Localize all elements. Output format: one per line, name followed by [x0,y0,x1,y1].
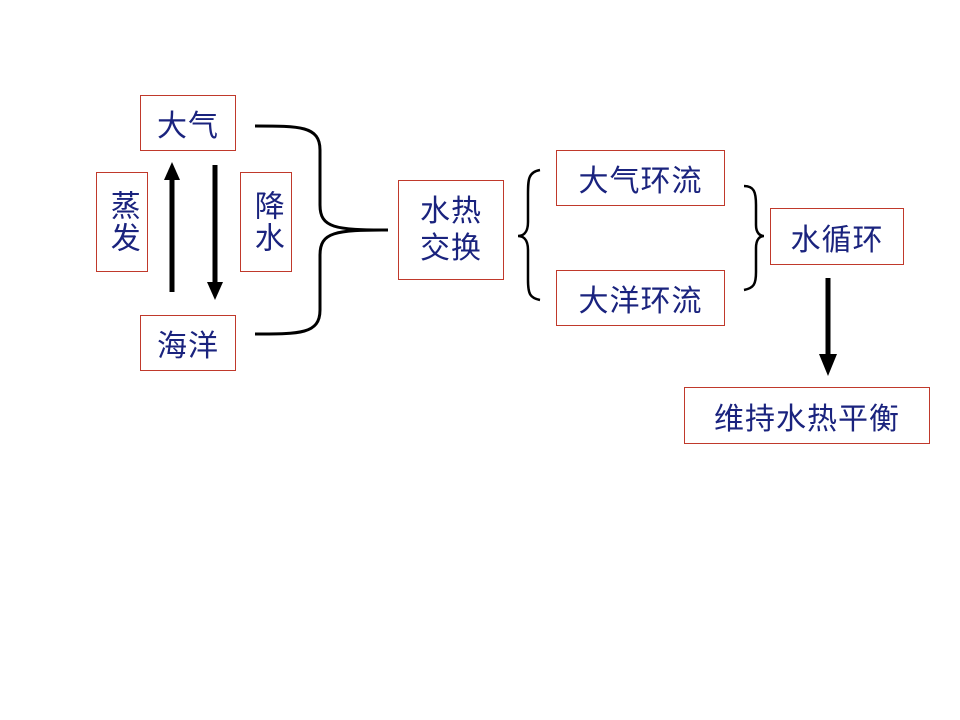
evaporation-label: 蒸发 [104,190,140,254]
evaporation-arrow [164,162,180,292]
atmos-circulation-label: 大气环流 [578,164,703,199]
balance-arrow [819,278,837,376]
precipitation-box: 降水 [240,172,292,272]
evaporation-box: 蒸发 [96,172,148,272]
exchange-box: 水热 交换 [398,180,504,280]
ocean-circulation-label: 大洋环流 [578,284,703,319]
balance-box: 维持水热平衡 [684,387,930,444]
circulation-right-brace [743,184,765,292]
precipitation-arrow [207,165,223,300]
balance-label: 维持水热平衡 [714,401,900,437]
atmosphere-label: 大气 [157,109,219,144]
water-cycle-label: 水循环 [790,222,884,258]
precipitation-label: 降水 [248,190,284,254]
ocean-circulation-box: 大洋环流 [556,270,725,326]
exchange-label-line2: 交换 [420,231,482,266]
atmosphere-box: 大气 [140,95,236,151]
ocean-label: 海洋 [157,329,219,364]
circulation-left-brace [517,168,541,302]
atmos-circulation-box: 大气环流 [556,150,725,206]
ocean-box: 海洋 [140,315,236,371]
exchange-label-line1: 水热 [420,193,482,229]
water-cycle-box: 水循环 [770,208,904,265]
combine-brace [254,124,389,336]
